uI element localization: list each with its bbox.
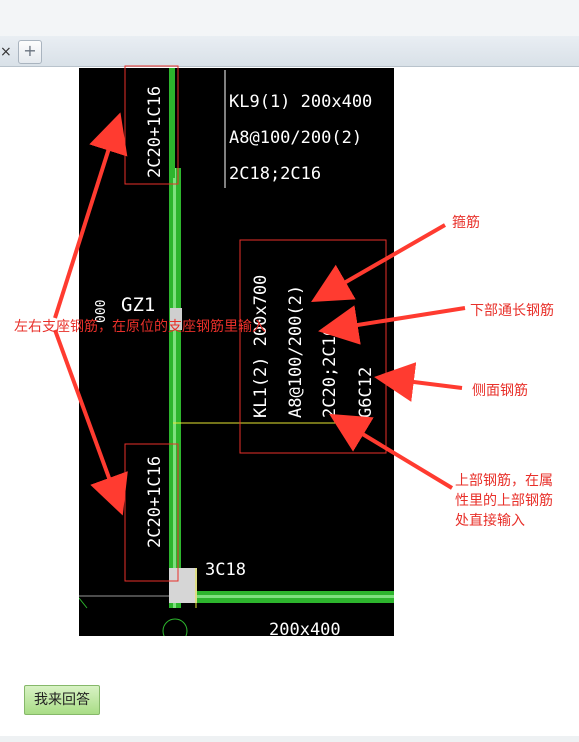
column-rebar-top [169,68,175,178]
kl9-bars-label: 2C18;2C16 [229,164,322,184]
column-rebar-highlight [173,168,176,608]
page-bottom-strip [0,736,579,742]
bottom-beam-highlight [197,595,394,598]
browser-tab-strip [0,36,579,67]
new-tab-button[interactable]: + [18,40,42,64]
arrow-support-top [53,112,128,319]
annotation-stirrup: 箍筋 [452,215,480,231]
answer-button[interactable]: 我来回答 [24,685,100,715]
axis-circle [162,618,188,636]
arrow-bottom-through [318,305,466,345]
kl1-box [239,239,387,454]
arrow-support-bottom [53,329,128,516]
bottom-support-box [124,443,179,582]
annotation-top-line3: 处直接输入 [455,513,525,529]
annotation-top-line1: 上部钢筋，在属 [455,473,553,489]
kl9-stirrup-label: A8@100/200(2) [229,128,363,148]
arrow-top-bars [329,413,454,490]
column-gz1-label: GZ1 [121,294,156,316]
axis-tick [79,597,88,609]
column-block [170,308,182,330]
annotation-top-line2: 性里的上部钢筋 [455,493,553,509]
arrow-stirrup [311,223,446,302]
bottom-size-label: 200x400 [269,620,341,636]
annotation-support: 左右支座钢筋，在原位的支座钢筋里输入 [14,319,266,335]
tab-close-icon[interactable]: × [0,44,12,60]
arrow-side [374,362,463,402]
corner-column-box [169,568,197,603]
corner-bar-label: 3C18 [205,560,246,580]
kl9-name-label: KL9(1) 200x400 [229,92,373,112]
annotation-bottom-through: 下部通长钢筋 [470,303,554,319]
annotation-side: 侧面钢筋 [472,383,528,399]
top-support-box [124,65,179,185]
